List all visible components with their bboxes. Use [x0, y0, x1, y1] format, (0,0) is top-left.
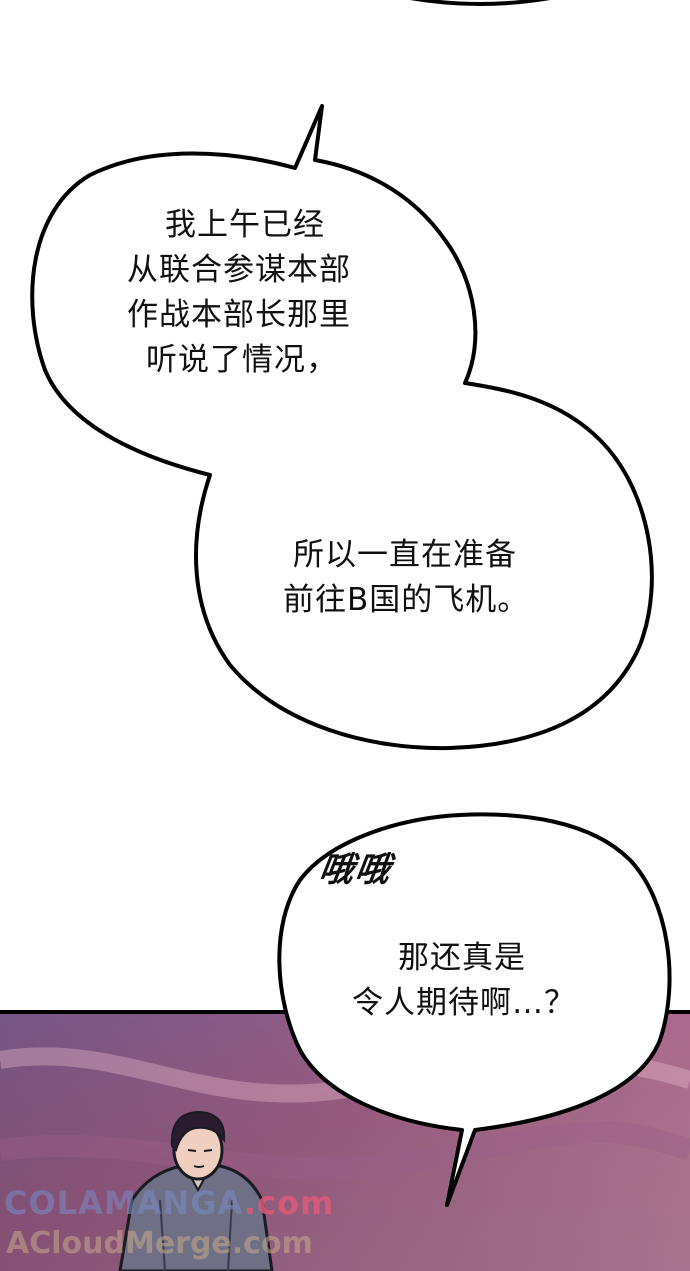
watermark-site: COLAMANGA	[4, 1184, 244, 1222]
bubble-text-line: 前往B国的飞机。	[283, 582, 530, 618]
bubble-text-line: 从联合参谋本部	[127, 252, 351, 288]
speech-bubble-bottom	[277, 812, 672, 1207]
bubble-text-line: 所以一直在准备	[293, 537, 517, 573]
bubble-text-line: 令人期待啊…？	[352, 985, 576, 1021]
watermark-line-2: ACloudMerge.com	[6, 1226, 313, 1261]
speech-bubble-top	[30, 104, 654, 751]
bubble-text-line: 听说了情况，	[146, 342, 338, 378]
bubble-text-line: 我上午已经	[165, 207, 325, 243]
bubble-text-line: 那还真是	[398, 940, 526, 976]
previous-bubble-edge	[409, 0, 551, 6]
watermark-line-1: COLAMANGA.com	[4, 1184, 334, 1222]
sound-effect: 哦哦	[316, 850, 395, 890]
bubble-text-line: 作战本部长那里	[127, 297, 351, 333]
soldier-figure	[118, 1110, 274, 1271]
watermark-domain: .com	[243, 1184, 335, 1222]
